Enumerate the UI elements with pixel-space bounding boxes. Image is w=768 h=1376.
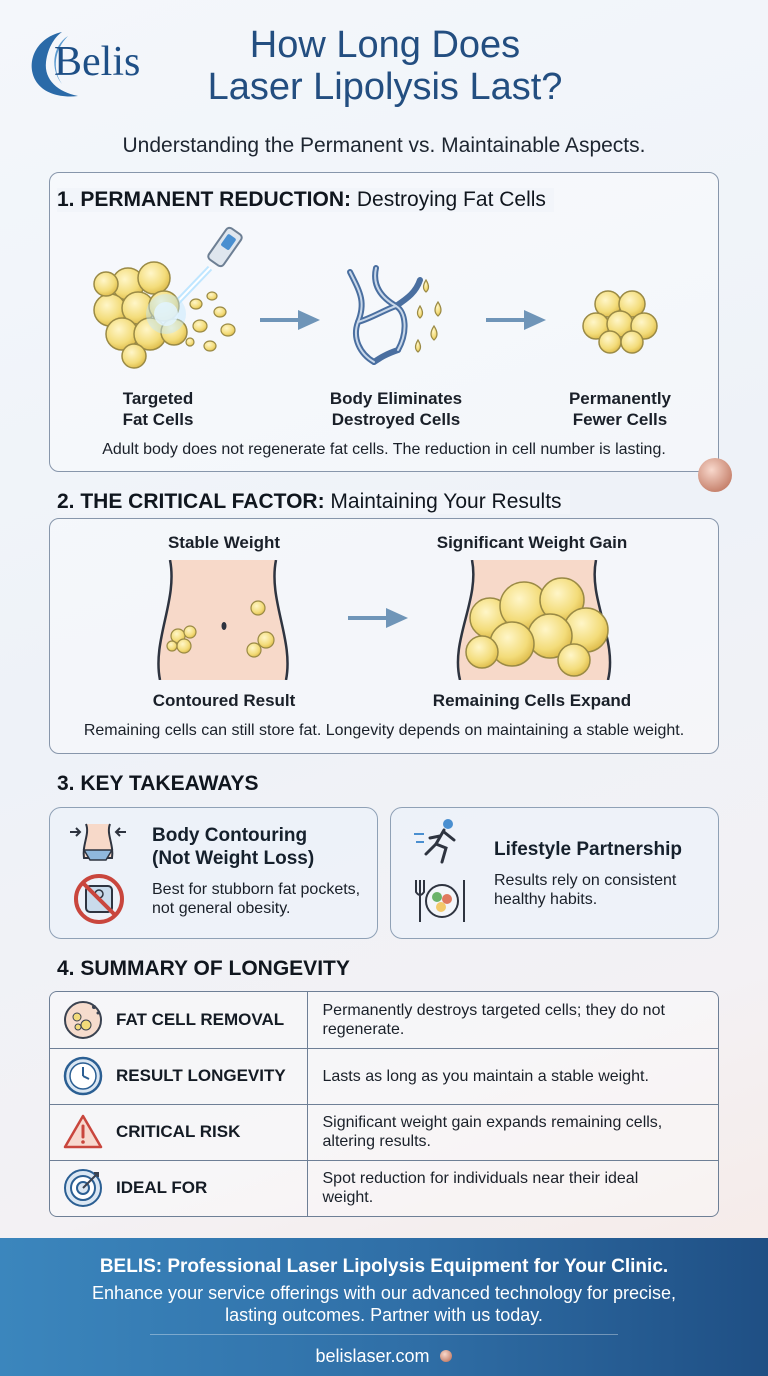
section2-caption: Remaining cells can still store fat. Lon…: [83, 722, 685, 739]
healthy-plate-icon: [415, 880, 465, 922]
table-row: RESULT LONGEVITY Lasts as long as you ma…: [50, 1048, 718, 1105]
website-link[interactable]: belislaser.com: [315, 1346, 430, 1366]
row-description: Significant weight gain expands remainin…: [307, 1104, 718, 1161]
brand-logo: Belis: [54, 39, 141, 85]
targeted-fat-cells-illustration: [93, 226, 243, 369]
copper-orb-decoration: [698, 458, 732, 492]
warning-icon: [63, 1114, 103, 1149]
stable-weight-label: Stable Weight: [167, 533, 281, 552]
cells-expand-label: Remaining Cells Expand: [432, 691, 632, 710]
step-label-fewer: Permanently Fewer Cells: [568, 389, 672, 429]
row-description: Permanently destroys targeted cells; the…: [307, 992, 718, 1049]
contoured-result-label: Contoured Result: [152, 691, 296, 710]
table-row: CRITICAL RISK Significant weight gain ex…: [50, 1104, 718, 1161]
table-row: IDEAL FOR Spot reduction for individuals…: [50, 1160, 718, 1216]
row-label: IDEAL FOR: [116, 1178, 208, 1198]
section1-heading: 1. PERMANENT REDUCTION: Destroying Fat C…: [57, 188, 554, 212]
row-label: FAT CELL REMOVAL: [116, 1009, 285, 1029]
body-eliminates-illustration: [347, 265, 442, 365]
section4-heading: 4. SUMMARY OF LONGEVITY: [57, 957, 350, 980]
page-title: How Long Does Laser Lipolysis Last?: [207, 24, 563, 108]
card-lifestyle-title: Lifestyle Partnership: [494, 839, 682, 860]
card-contouring-text: Best for stubborn fat pockets, not gener…: [152, 881, 361, 917]
copper-dot-icon: [439, 1350, 452, 1362]
summary-table: FAT CELL REMOVAL Permanently destroys ta…: [49, 991, 719, 1217]
section1-caption: Adult body does not regenerate fat cells…: [102, 441, 666, 458]
brand-logo-swoosh: [31, 32, 78, 97]
card-lifestyle-text: Results rely on consistent healthy habit…: [494, 872, 677, 908]
arrow-right-icon: [260, 310, 320, 330]
weight-gain-torso-illustration: [456, 560, 612, 680]
section3-heading: 3. KEY TAKEAWAYS: [57, 772, 259, 795]
footer-url-wrap: belislaser.com: [0, 1346, 768, 1367]
row-description: Spot reduction for individuals near thei…: [322, 1170, 639, 1207]
section2-heading: 2. THE CRITICAL FACTOR: Maintaining Your…: [57, 490, 570, 514]
step-label-targeted: Targeted Fat Cells: [122, 389, 194, 429]
fewer-fat-cells-illustration: [582, 290, 658, 354]
footer-title: BELIS: Professional Laser Lipolysis Equi…: [99, 1256, 669, 1277]
waist-measure-icon: [70, 823, 126, 861]
table-row: FAT CELL REMOVAL Permanently destroys ta…: [50, 992, 718, 1049]
target-icon: [64, 1169, 102, 1208]
step-label-eliminates: Body Eliminates Destroyed Cells: [329, 389, 463, 429]
arrow-right-icon: [348, 608, 408, 628]
running-person-icon: [414, 819, 456, 864]
weight-gain-label: Significant Weight Gain: [436, 533, 628, 552]
footer-banner: [0, 1238, 768, 1376]
row-description: Lasts as long as you maintain a stable w…: [307, 1048, 718, 1105]
fat-cell-icon: [64, 1000, 102, 1039]
clock-icon: [63, 1056, 103, 1096]
footer-text: Enhance your service offerings with our …: [92, 1283, 676, 1325]
page-subtitle: Understanding the Permanent vs. Maintain…: [122, 134, 646, 157]
stable-weight-torso-illustration: [157, 560, 289, 680]
no-scale-icon: [74, 874, 124, 924]
row-label: RESULT LONGEVITY: [116, 1066, 286, 1085]
card-contouring-title: Body Contouring (Not Weight Loss): [152, 825, 315, 869]
arrow-right-icon: [486, 310, 546, 330]
footer-divider: [150, 1334, 618, 1335]
row-label: CRITICAL RISK: [116, 1122, 241, 1141]
